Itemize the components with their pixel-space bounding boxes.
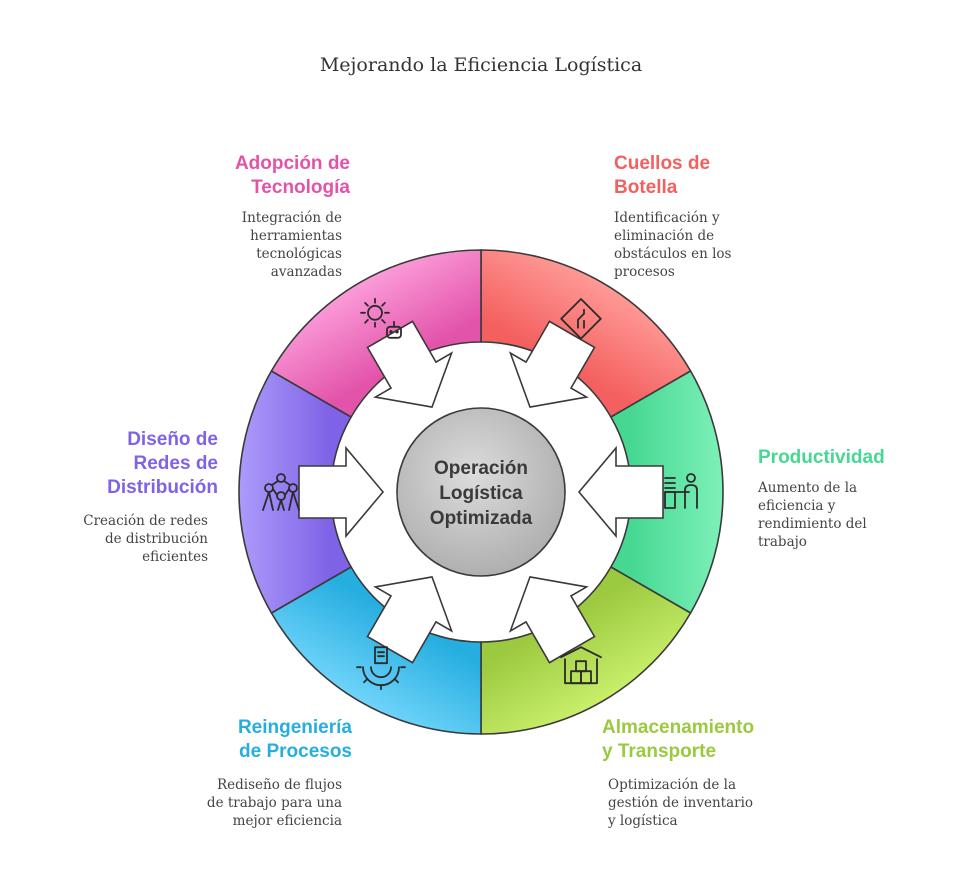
arrow-cuellos — [508, 320, 596, 409]
heading-line: Almacenamiento — [602, 717, 755, 738]
heading-line: Distribución — [107, 477, 218, 498]
desc-line: rendimiento del — [758, 516, 867, 532]
desc-line: eliminación de — [614, 228, 715, 244]
arrow-diseno — [298, 445, 385, 539]
diagram-title: Mejorando la Eficiencia Logística — [319, 54, 643, 76]
desc-reingenieria: Rediseño de flujos de trabajo para una m… — [150, 776, 342, 830]
desc-line: tecnológicas — [256, 246, 342, 262]
road-sign-icon — [560, 298, 602, 340]
desc-line: avanzadas — [270, 264, 342, 280]
desc-productividad: Aumento de la eficiencia y rendimiento d… — [758, 479, 867, 551]
gear-robot-icon — [360, 297, 402, 339]
desc-cuellos: Identificación y eliminación de obstácul… — [614, 209, 731, 281]
heading-adopcion: Adopción de Tecnología — [150, 152, 350, 200]
desc-line: gestión de inventario — [608, 795, 754, 811]
inward-arrows — [298, 320, 664, 664]
heading-line: Diseño de — [127, 429, 218, 450]
desc-line: de trabajo para una — [206, 795, 342, 811]
desc-line: y logística — [608, 813, 678, 829]
desc-line: procesos — [614, 264, 675, 280]
arrow-almacenamiento — [508, 575, 596, 664]
desc-almacenamiento: Optimización de la gestión de inventario… — [608, 776, 753, 830]
heading-cuellos: Cuellos de Botella — [614, 152, 710, 200]
desc-diseno: Creación de redes de distribución eficie… — [20, 512, 208, 566]
heading-line: Redes de — [133, 453, 218, 474]
desc-line: Integración de — [241, 210, 342, 226]
arrow-reingenieria — [366, 575, 454, 664]
desc-line: mejor eficiencia — [232, 813, 342, 829]
desc-adopcion: Integración de herramientas tecnológicas… — [150, 209, 342, 281]
segment-ring — [238, 249, 724, 735]
desc-line: Identificación y — [614, 210, 720, 226]
desc-line: Rediseño de flujos — [216, 777, 342, 793]
heading-line: de Procesos — [239, 741, 352, 762]
desc-line: trabajo — [758, 534, 807, 550]
heading-line: y Transporte — [602, 741, 717, 762]
heading-almacenamiento: Almacenamiento y Transporte — [602, 716, 754, 764]
heading-line: Cuellos de — [614, 153, 711, 174]
segment-icons — [262, 297, 698, 691]
arrow-productividad — [577, 445, 664, 539]
heading-line: Productividad — [758, 447, 885, 468]
desc-line: eficiencia y — [758, 498, 836, 514]
desc-line: de distribución — [104, 531, 208, 547]
segment-adopcion — [270, 249, 482, 419]
arrow-adopcion — [366, 320, 454, 409]
center-circle — [396, 407, 566, 577]
center-label-line: Logística — [439, 483, 523, 504]
desc-line: obstáculos en los — [614, 246, 732, 262]
heading-productividad: Productividad — [758, 446, 885, 470]
heading-line: Reingeniería — [237, 717, 352, 738]
heading-reingenieria: Reingeniería de Procesos — [150, 716, 352, 764]
desc-line: herramientas — [250, 228, 342, 244]
heading-line: Tecnología — [251, 177, 350, 198]
worker-desk-icon — [664, 473, 698, 509]
heading-line: Adopción de — [234, 153, 350, 174]
desc-line: Aumento de la — [758, 480, 858, 496]
network-nodes-icon — [262, 473, 300, 511]
center-label-line: Operación — [434, 458, 528, 479]
warehouse-boxes-icon — [560, 646, 602, 685]
gear-document-icon — [356, 646, 406, 691]
desc-line: eficientes — [142, 549, 208, 565]
heading-diseno: Diseño de Redes de Distribución — [20, 428, 218, 500]
desc-line: Creación de redes — [83, 513, 208, 529]
center-label-line: Optimizada — [430, 508, 533, 529]
desc-line: Optimización de la — [608, 777, 737, 793]
heading-line: Botella — [614, 177, 678, 198]
